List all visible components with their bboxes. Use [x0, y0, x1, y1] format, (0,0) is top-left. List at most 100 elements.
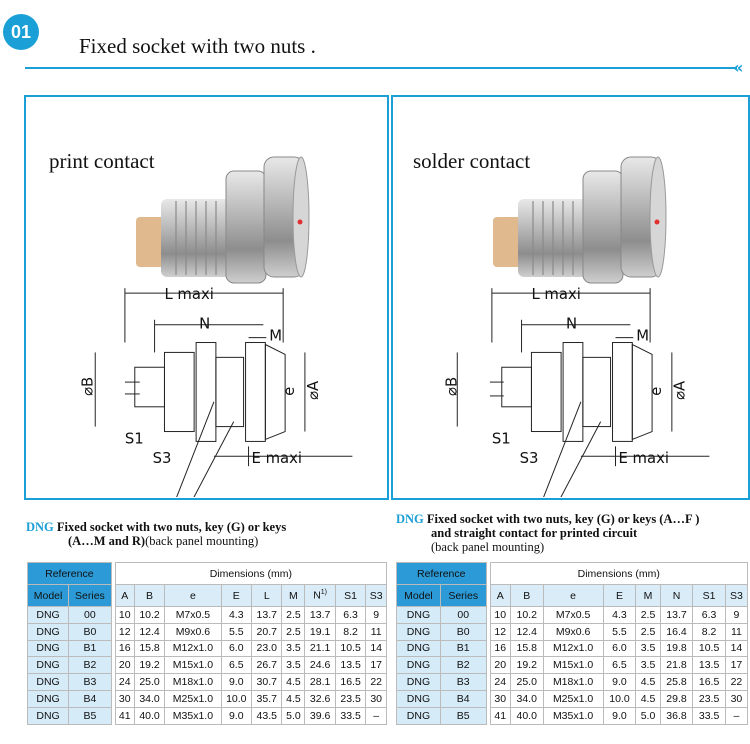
table-cell: 40.0	[509, 706, 544, 725]
column-header-n: N	[659, 584, 694, 607]
table-cell: 22	[724, 673, 749, 691]
table-cell: 30	[114, 689, 135, 708]
table-cell: 9.0	[602, 706, 637, 725]
dim-label-b: ⌀B	[443, 377, 460, 396]
table-cell: DNG	[26, 622, 70, 641]
table-cell: 16	[114, 639, 135, 658]
table-cell: 36.8	[659, 706, 694, 725]
table-cell: 11	[365, 622, 387, 641]
table-cell: 11	[724, 622, 749, 641]
column-header-n: N1)	[304, 584, 336, 607]
spec-title-mounting: (back panel mounting)	[145, 534, 259, 548]
table-cell: B2	[68, 656, 112, 675]
table-cell: 2.5	[281, 622, 306, 641]
dim-label-s1: S1	[492, 430, 511, 447]
table-cell: DNG	[396, 656, 441, 675]
table-cell: M9x0.6	[164, 622, 222, 641]
dimensions-header: Dimensions (mm)	[489, 562, 748, 585]
solder-contact-panel: solder contact	[391, 95, 750, 500]
model-code: DNG	[26, 520, 54, 534]
table-cell: 22	[365, 673, 387, 691]
dim-label-n: N	[566, 316, 577, 333]
table-cell: B3	[439, 673, 487, 691]
table-cell: 10.0	[602, 689, 637, 708]
table-cell: 15.8	[509, 639, 544, 658]
print-contact-panel: print contact	[24, 95, 389, 500]
table-cell: 12	[489, 622, 511, 641]
table-cell: B5	[68, 706, 112, 725]
table-cell: 43.5	[251, 706, 283, 725]
solder-contact-title: solder contact	[413, 149, 531, 173]
table-cell: M18x1.0	[164, 673, 222, 691]
table-cell: 10	[114, 606, 135, 624]
dim-label-e: e	[281, 387, 298, 396]
column-header-b: B	[133, 584, 166, 607]
table-cell: M18x1.0	[542, 673, 604, 691]
table-cell: 13.7	[659, 606, 694, 624]
dim-label-e: e	[648, 387, 665, 396]
dim-label-s3: S3	[153, 450, 172, 467]
table-cell: DNG	[26, 639, 70, 658]
table-cell: M12x1.0	[164, 639, 222, 658]
table-cell: 9.0	[602, 673, 637, 691]
table-cell: 10.5	[334, 639, 367, 658]
table-cell: 9.0	[220, 673, 253, 691]
table-cell: 19.8	[659, 639, 694, 658]
column-header-e: E	[602, 584, 637, 607]
table-cell: 20.7	[251, 622, 283, 641]
table-cell: –	[365, 706, 387, 725]
table-cell: 3.5	[635, 639, 661, 658]
technical-drawing-solder: L maxi N M ⌀B e ⌀A S1 S3 E maxi	[443, 286, 710, 497]
table-cell: 21.8	[659, 656, 694, 675]
table-cell: 00	[439, 606, 487, 624]
table-cell: DNG	[396, 689, 441, 708]
table-cell: DNG	[26, 656, 70, 675]
table-cell: 9	[365, 606, 387, 624]
table-cell: 4.5	[635, 689, 661, 708]
table-cell: 26.7	[251, 656, 283, 675]
table-cell: 23.0	[251, 639, 283, 658]
print-contact-title: print contact	[49, 149, 155, 173]
table-cell: B2	[439, 656, 487, 675]
model-code: DNG	[396, 512, 424, 526]
reference-header: Reference	[396, 562, 487, 585]
dim-label-m: M	[636, 328, 649, 345]
column-header-l: L	[251, 584, 283, 607]
table-cell: DNG	[396, 606, 441, 624]
table-cell: M7x0.5	[164, 606, 222, 624]
dim-label-s3: S3	[520, 450, 539, 467]
table-cell: 12.4	[509, 622, 544, 641]
table-cell: 23.5	[692, 689, 726, 708]
table-cell: 23.5	[334, 689, 367, 708]
table-cell: 6.0	[220, 639, 253, 658]
table-cell: 3.5	[281, 656, 306, 675]
dim-label-m: M	[269, 328, 282, 345]
table-cell: 4.5	[281, 689, 306, 708]
table-cell: 13.5	[692, 656, 726, 675]
dimensions-header: Dimensions (mm)	[114, 562, 388, 585]
column-header-s3: S3	[724, 584, 749, 607]
table-cell: B4	[68, 689, 112, 708]
table-cell: 25.0	[133, 673, 166, 691]
table-cell: 6.5	[602, 656, 637, 675]
spec-block-solder: DNG Fixed socket with two nuts, key (G) …	[391, 500, 750, 744]
table-cell: 10.2	[133, 606, 166, 624]
table-cell: M7x0.5	[542, 606, 604, 624]
table-cell: 10.5	[692, 639, 726, 658]
table-cell: 13.5	[334, 656, 367, 675]
dim-label-s1: S1	[125, 430, 144, 447]
column-header-a: A	[114, 584, 135, 607]
double-chevron-left-icon[interactable]: «	[733, 58, 744, 77]
table-cell: 10.0	[220, 689, 253, 708]
table-cell: 10	[489, 606, 511, 624]
page-title: Fixed socket with two nuts .	[79, 34, 316, 58]
header-divider	[25, 67, 737, 69]
table-cell: 14	[724, 639, 749, 658]
